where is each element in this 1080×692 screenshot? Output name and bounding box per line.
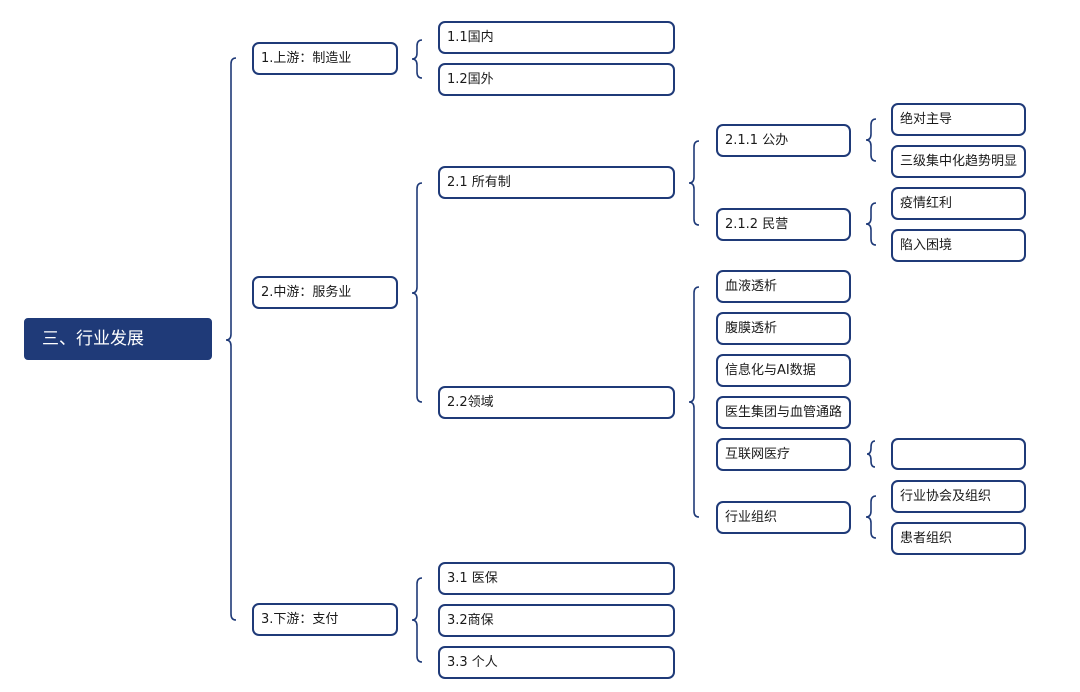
node-tertiary-trend[interactable]: 三级集中化趋势明显 [891, 145, 1026, 178]
node-domestic[interactable]: 1.1国内 [438, 21, 675, 54]
node-medical-insurance[interactable]: 3.1 医保 [438, 562, 675, 595]
node-personal[interactable]: 3.3 个人 [438, 646, 675, 679]
brace-internet [866, 440, 876, 468]
node-commercial-insurance[interactable]: 3.2商保 [438, 604, 675, 637]
node-field[interactable]: 2.2领域 [438, 386, 675, 419]
brace-private [865, 202, 877, 246]
node-internet[interactable]: 互联网医疗 [716, 438, 851, 471]
node-midstream[interactable]: 2.中游：服务业 [252, 276, 398, 309]
node-foreign[interactable]: 1.2国外 [438, 63, 675, 96]
node-industry-org[interactable]: 行业组织 [716, 501, 851, 534]
node-ownership[interactable]: 2.1 所有制 [438, 166, 675, 199]
node-private[interactable]: 2.1.2 民营 [716, 208, 851, 241]
brace-root [225, 57, 237, 621]
node-difficulty[interactable]: 陷入困境 [891, 229, 1026, 262]
brace-downstream [411, 577, 423, 663]
node-hospital-group[interactable]: 医生集团与血管通路 [716, 396, 851, 429]
brace-public [865, 118, 877, 162]
node-dominant[interactable]: 绝对主导 [891, 103, 1026, 136]
brace-field [688, 286, 700, 518]
node-hemodialysis[interactable]: 血液透析 [716, 270, 851, 303]
node-patient-org[interactable]: 患者组织 [891, 522, 1026, 555]
node-upstream[interactable]: 1.上游：制造业 [252, 42, 398, 75]
node-association[interactable]: 行业协会及组织 [891, 480, 1026, 513]
node-peritoneal[interactable]: 腹膜透析 [716, 312, 851, 345]
node-epidemic-dividend[interactable]: 疫情红利 [891, 187, 1026, 220]
brace-ownership [688, 140, 700, 226]
brace-upstream [411, 39, 423, 79]
brace-industry-org [865, 495, 877, 539]
node-informatization[interactable]: 信息化与AI数据 [716, 354, 851, 387]
brace-midstream [411, 182, 423, 403]
node-internet-child[interactable] [891, 438, 1026, 470]
node-downstream[interactable]: 3.下游：支付 [252, 603, 398, 636]
root-node[interactable]: 三、行业发展 [24, 318, 212, 360]
node-public[interactable]: 2.1.1 公办 [716, 124, 851, 157]
